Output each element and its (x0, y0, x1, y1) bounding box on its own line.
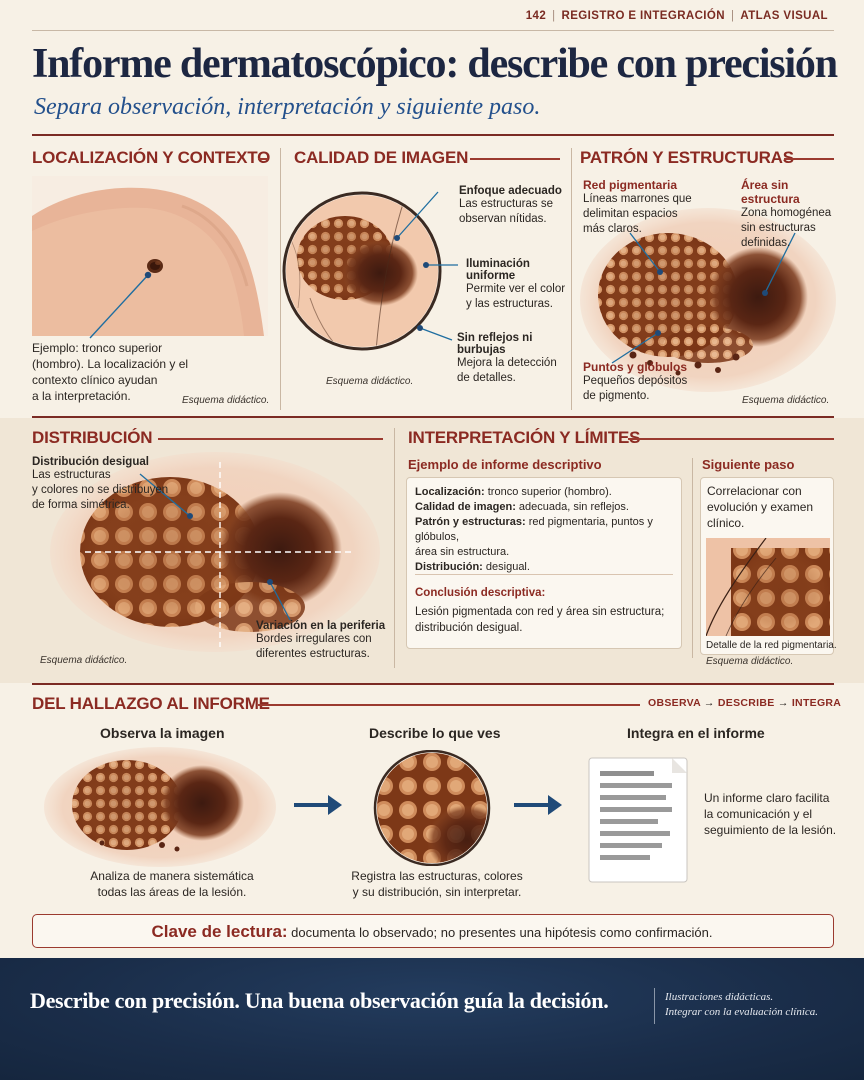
callout-iluminacion: Iluminación uniforme Permite ver el colo… (466, 258, 566, 310)
distribution-illustration (50, 452, 380, 652)
distribucion-pointers (139, 473, 291, 621)
section-title-patron: PATRÓN Y ESTRUCTURAS (580, 148, 794, 167)
caption: Esquema didáctico. (706, 656, 794, 667)
section-title-distribucion: DISTRIBUCIÓN (32, 428, 153, 447)
callout-distribucion-desigual: Distribución desigual Las estructuras y … (32, 456, 169, 511)
detail-caption: Detalle de la red pigmentaria. (706, 640, 837, 651)
caption: Esquema didáctico. (326, 376, 414, 387)
step-text-observa: Analiza de manera sistemática todas las … (90, 869, 254, 899)
section-title-flujo: DEL HALLAZGO AL INFORME (32, 694, 270, 713)
section-line (258, 158, 268, 160)
publication-label: ATLAS VISUAL (740, 10, 828, 22)
next-step-title: Siguiente paso (702, 457, 795, 472)
title-rule (32, 134, 834, 136)
pigment-network-detail (706, 538, 830, 636)
step-title-describe: Describe lo que ves (369, 725, 501, 741)
column-divider (692, 458, 693, 658)
footer-note: Ilustraciones didácticas. Integrar con l… (665, 991, 819, 1018)
section-title-calidad: CALIDAD DE IMAGEN (294, 148, 469, 167)
column-divider (571, 148, 572, 410)
band-rule (32, 416, 834, 418)
localizacion-pointer (89, 271, 152, 339)
flow-rule (32, 683, 834, 685)
arrow-right-icon (514, 795, 562, 815)
step-title-integra: Integra en el informe (627, 725, 765, 741)
report-line: Distribución: desigual. (415, 561, 530, 573)
callout-puntos-globulos: Puntos y glóbulos Pequeños depósitos de … (583, 360, 688, 402)
footer-band (0, 958, 864, 1080)
caption: Esquema didáctico. (182, 395, 270, 406)
running-header: 142|REGISTRO E INTEGRACIÓN|ATLAS VISUAL (525, 10, 828, 22)
callout-red-pigmentaria: Red pigmentaria Líneas marrones que deli… (583, 178, 692, 235)
reading-key-text: documenta lo observado; no presentes una… (287, 925, 713, 940)
page-number: 142 (525, 10, 547, 22)
report-line: Patrón y estructuras: red pigmentaria, p… (415, 516, 653, 543)
report-line: Localización: tronco superior (hombro). (415, 486, 612, 498)
flow-breadcrumb: OBSERVA → DESCRIBE → INTEGRA (648, 697, 842, 709)
calidad-pointers (394, 191, 458, 341)
patron-pointers (611, 232, 796, 364)
footer-message: Describe con precisión. Una buena observ… (30, 988, 609, 1013)
magnified-lesion-circle (373, 750, 491, 866)
column-divider (280, 148, 281, 410)
lesion-pattern-illustration (580, 208, 836, 392)
step-text-describe: Registra las estructuras, colores y su d… (351, 869, 523, 899)
section-title-localizacion: LOCALIZACIÓN Y CONTEXTO (32, 148, 271, 167)
caption: Esquema didáctico. (40, 655, 128, 666)
next-step-text: Correlacionar con evolución y examen clí… (707, 484, 814, 530)
caption: Esquema didáctico. (742, 395, 830, 406)
section-line (258, 704, 640, 706)
column-divider (394, 428, 395, 668)
section-line (628, 438, 834, 440)
report-lines: Localización: tronco superior (hombro). … (415, 485, 677, 575)
shoulder-illustration (32, 176, 268, 336)
page-title: Informe dermatoscópico: describe con pre… (32, 41, 838, 87)
report-line: área sin estructura. (415, 546, 510, 558)
header-divider (32, 30, 834, 31)
report-card (406, 477, 682, 649)
report-document-icon (588, 757, 688, 883)
localizacion-text: Ejemplo: tronco superior (hombro). La lo… (32, 341, 189, 403)
observa-lesion-image (44, 747, 276, 867)
section-label: REGISTRO E INTEGRACIÓN (561, 10, 725, 22)
callout-variacion-periferia: Variación en la periferia Bordes irregul… (256, 620, 386, 660)
section-line (470, 158, 560, 160)
conclusion-title: Conclusión descriptiva: (415, 587, 546, 599)
callout-area-sin-estructura: Área sin estructura Zona homogénea sin e… (741, 178, 832, 249)
callout-reflejos: Sin reflejos ni burbujas Mejora la detec… (457, 332, 557, 384)
report-divider (415, 574, 673, 575)
conclusion-text: Lesión pigmentada con red y área sin est… (415, 606, 665, 634)
reading-key: Clave de lectura: documenta lo observado… (0, 922, 864, 942)
footer-divider (654, 988, 655, 1024)
section-line (158, 438, 383, 440)
reading-key-label: Clave de lectura: (151, 922, 288, 941)
step-text-integra: Un informe claro facilita la comunicació… (704, 791, 837, 837)
section-title-interpretacion: INTERPRETACIÓN Y LÍMITES (408, 428, 641, 447)
report-example-title: Ejemplo de informe descriptivo (408, 457, 602, 472)
arrow-right-icon (294, 795, 342, 815)
section-line (784, 158, 834, 160)
report-line: Calidad de imagen: adecuada, sin reflejo… (415, 501, 629, 513)
callout-enfoque: Enfoque adecuado Las estructuras se obse… (459, 185, 562, 225)
reading-key-box (32, 914, 834, 948)
step-title-observa: Observa la imagen (100, 725, 225, 741)
page-subtitle: Separa observación, interpretación y sig… (34, 94, 541, 120)
